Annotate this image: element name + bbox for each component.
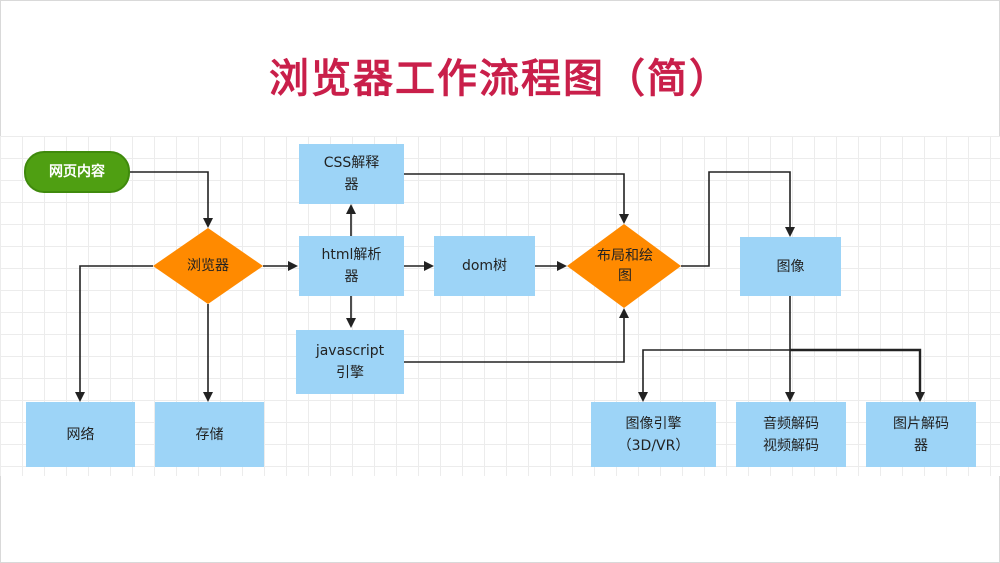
av-decoder-label-2: 视频解码 bbox=[763, 437, 819, 454]
network-label: 网络 bbox=[66, 426, 95, 443]
image-engine-label-2: （3D/VR） bbox=[617, 437, 690, 454]
node-image: 图像 bbox=[740, 237, 841, 296]
node-network: 网络 bbox=[26, 402, 135, 467]
node-web-content: 网页内容 bbox=[24, 151, 130, 193]
edge-image-picture bbox=[790, 348, 925, 402]
edge-browser-network bbox=[75, 265, 153, 402]
node-html-parser: html解析 器 bbox=[299, 236, 404, 296]
picture-decoder-label-1: 图片解码 bbox=[893, 415, 949, 432]
html-parser-label-2: 器 bbox=[344, 269, 359, 285]
js-engine-label-1: javascript bbox=[315, 343, 385, 359]
edge-content-browser bbox=[130, 171, 213, 228]
image-engine-label-1: 图像引擎 bbox=[625, 415, 682, 432]
diagram-title: 浏览器工作流程图（简） bbox=[269, 56, 731, 102]
layout-label-1: 布局和绘 bbox=[597, 248, 653, 264]
node-layout-paint: 布局和绘 图 bbox=[580, 245, 670, 287]
av-decoder-label-1: 音频解码 bbox=[763, 415, 819, 432]
image-label: 图像 bbox=[776, 258, 805, 275]
web-content-label: 网页内容 bbox=[49, 164, 105, 180]
edge-css-layout bbox=[404, 173, 629, 224]
node-storage: 存储 bbox=[155, 402, 264, 467]
node-browser: 浏览器 bbox=[163, 250, 253, 282]
node-image-engine: 图像引擎 （3D/VR） bbox=[591, 402, 716, 467]
node-dom-tree: dom树 bbox=[434, 236, 535, 296]
layout-label-2: 图 bbox=[618, 268, 632, 284]
css-parser-label-1: CSS解释 bbox=[323, 155, 380, 171]
node-av-decoder: 音频解码 视频解码 bbox=[736, 402, 846, 467]
css-parser-label-2: 器 bbox=[344, 177, 359, 193]
dom-tree-label: dom树 bbox=[461, 258, 508, 274]
edge-js-layout bbox=[404, 308, 629, 363]
html-parser-label-1: html解析 bbox=[321, 247, 382, 263]
browser-diamond bbox=[153, 228, 263, 304]
node-js-engine: javascript 引擎 bbox=[296, 330, 404, 394]
picture-decoder-label-2: 器 bbox=[914, 437, 928, 454]
layout-diamond bbox=[567, 224, 681, 308]
edge-image-engine bbox=[638, 349, 790, 402]
storage-label: 存储 bbox=[195, 426, 224, 443]
edge-layout-image bbox=[681, 171, 795, 267]
node-picture-decoder: 图片解码 器 bbox=[866, 402, 976, 467]
node-css-parser: CSS解释 器 bbox=[299, 144, 404, 204]
browser-label: 浏览器 bbox=[187, 258, 229, 274]
js-engine-label-2: 引擎 bbox=[335, 365, 364, 381]
